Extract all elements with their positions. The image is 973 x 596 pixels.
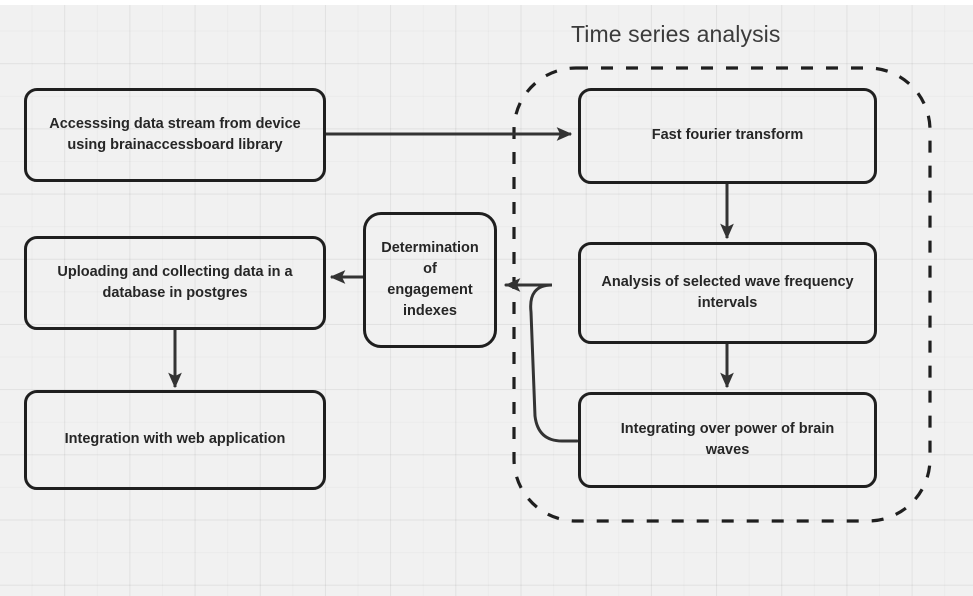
group-title-time-series-analysis: Time series analysis: [571, 21, 781, 47]
node-analysis-wave-frequency-line-1: Analysis of selected wave frequency: [601, 273, 854, 290]
node-integrating-power-brain-waves-line-2: waves: [705, 442, 750, 458]
group-dashed-boundary: [512, 66, 932, 523]
node-access-data-stream-line-2: using brainaccessboard library: [67, 137, 283, 153]
edge-integrating-to-determination: [504, 278, 579, 443]
node-integrating-power-brain-waves[interactable]: Integrating over power of brain waves: [578, 392, 877, 488]
node-uploading-collecting-data-line-1: Uploading and collecting data in a: [57, 263, 293, 280]
node-integrating-power-brain-waves-line-1: Integrating over power of brain: [620, 420, 835, 437]
node-uploading-collecting-data-line-2: database in postgres: [102, 285, 248, 301]
node-analysis-wave-frequency[interactable]: Analysis of selected wave frequency inte…: [578, 242, 877, 344]
node-integration-web-application[interactable]: Integration with web application: [24, 390, 326, 490]
node-fast-fourier-transform-line-1: Fast fourier transform: [651, 127, 804, 144]
node-determination-engagement-indexes-line-1: Determination: [381, 239, 479, 256]
node-determination-engagement-indexes-line-3: indexes: [403, 303, 457, 320]
node-fast-fourier-transform[interactable]: Fast fourier transform: [578, 88, 877, 184]
node-integration-web-application-line-1: Integration with web application: [64, 431, 286, 448]
node-uploading-collecting-data[interactable]: Uploading and collecting data in a datab…: [24, 236, 326, 330]
canvas-top-margin: [0, 0, 973, 5]
node-analysis-wave-frequency-line-2: intervals: [697, 295, 758, 311]
node-determination-engagement-indexes-line-2: of engagement: [387, 260, 473, 298]
node-access-data-stream[interactable]: Accesssing data stream from device using…: [24, 88, 326, 182]
node-access-data-stream-line-1: Accesssing data stream from device: [49, 115, 301, 132]
node-determination-engagement-indexes[interactable]: Determination of engagement indexes: [363, 212, 497, 348]
